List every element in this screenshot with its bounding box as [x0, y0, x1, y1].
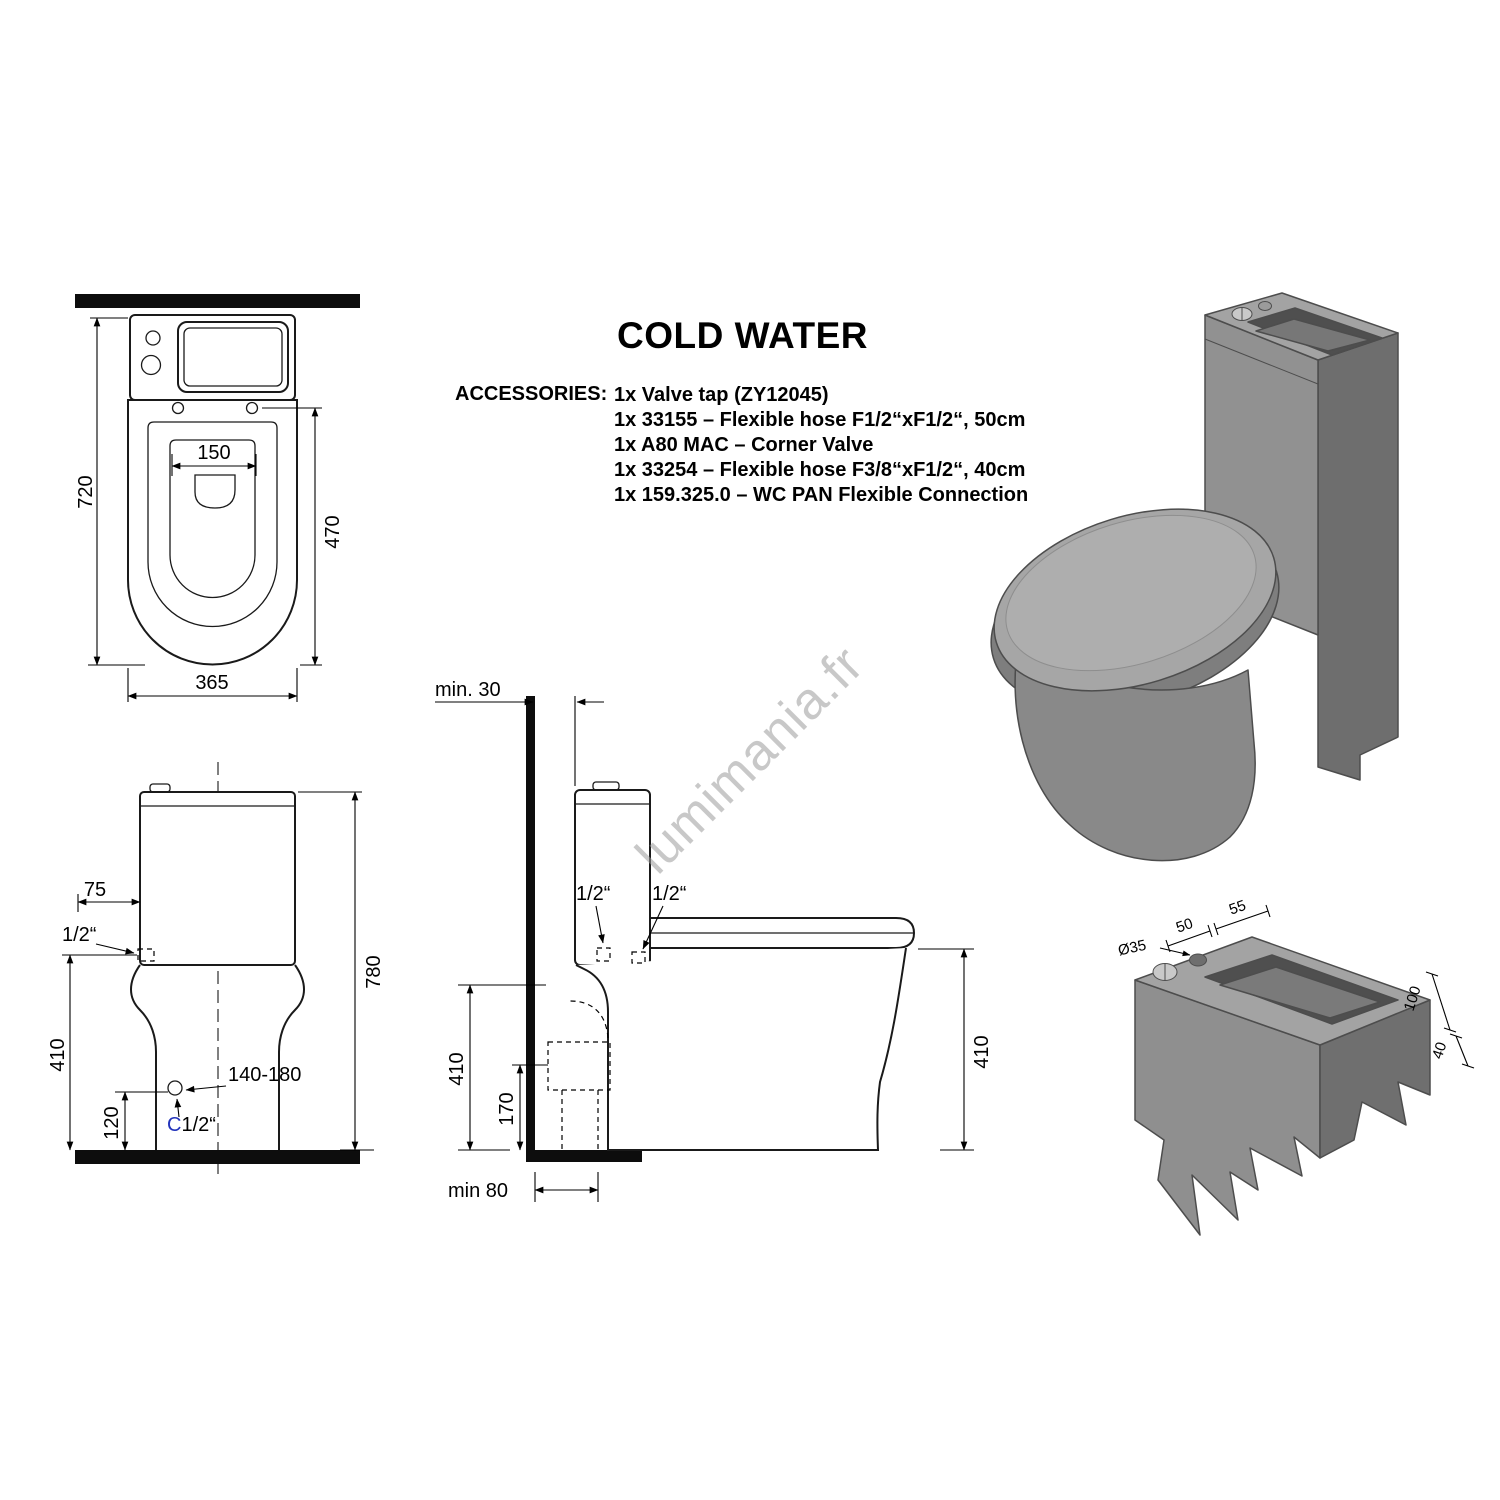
tap-hole-icon [145, 330, 161, 346]
toilet-plan-outline [127, 314, 298, 666]
tap-hole-icon [1189, 953, 1207, 967]
dim-floor-gap-min80: min 80 [448, 1180, 508, 1202]
accessory-item: 1x Valve tap (ZY12045) [614, 384, 829, 406]
dim-inlet-height-410: 410 [47, 1038, 69, 1071]
top-view-drawing: 720 470 150 365 [75, 294, 360, 702]
dim-drain-range: 140-180 [228, 1064, 301, 1086]
dim-hole-diameter: Ø35 [1117, 937, 1148, 960]
dim-seat-depth-470: 470 [322, 515, 344, 548]
accessory-item: 1x A80 MAC – Corner Valve [614, 434, 874, 456]
dim-c-label: C [167, 1114, 181, 1136]
wall-section [526, 696, 535, 1150]
dim-drain-height-120: 120 [101, 1106, 123, 1139]
info-block: COLD WATER ACCESSORIES: 1x Valve tap (ZY… [455, 315, 1030, 508]
dim-40: 40 [1429, 1040, 1450, 1061]
side-view-drawing: min. 30 1/2“ 1/2“ 410 170 min 80 410 [435, 679, 993, 1202]
floor-section [526, 1150, 642, 1162]
hidden-trap-lines [547, 947, 646, 1150]
dim-total-height-780: 780 [363, 955, 385, 988]
side-view-dim-lines [435, 696, 974, 1202]
detail-dim-lines [1159, 904, 1475, 1069]
dim-inlet-height-410: 410 [446, 1052, 468, 1085]
dim-width-365: 365 [195, 672, 228, 694]
accessories-list: 1x Valve tap (ZY12045) 1x 33155 – Flexib… [614, 383, 1028, 508]
seat-hinge-icon [171, 401, 185, 415]
dim-drain-height-170: 170 [496, 1092, 518, 1125]
dim-50: 50 [1174, 915, 1195, 937]
side-inlet-dashed [137, 948, 155, 962]
front-view-dim-lines [62, 791, 374, 1151]
flush-button-icon [140, 354, 162, 376]
dim-inlet-a: 1/2“ [576, 883, 610, 905]
tap-hole-icon [1258, 301, 1272, 311]
dim-depth-720: 720 [75, 475, 97, 508]
dim-seat-width-150: 150 [197, 442, 230, 464]
front-view-drawing: 75 1/2“ 410 120 140-180 780 C1/2“ [47, 762, 385, 1175]
dim-wall-gap-min30: min. 30 [435, 679, 501, 701]
accessory-item: 1x 33155 – Flexible hose F1/2“xF1/2“, 50… [614, 409, 1026, 431]
dim-inlet-b: 1/2“ [652, 883, 686, 905]
bowl-3d [1014, 634, 1256, 862]
dim-tap-offset-75: 75 [84, 879, 106, 901]
dim-inlet-size: 1/2“ [62, 924, 96, 946]
top-view-dim-lines [88, 317, 322, 702]
cistern-top-3d [1134, 936, 1431, 1236]
bowl-profile [575, 947, 907, 1151]
accessory-item: 1x 33254 – Flexible hose F3/8“xF1/2“, 40… [614, 459, 1026, 481]
toilet-side-outline [574, 781, 916, 1151]
accessories: ACCESSORIES: 1x Valve tap (ZY12045) 1x 3… [455, 383, 1030, 508]
basin-detail-3d-view: Ø35 50 55 100 40 [1117, 897, 1475, 1236]
toilet-front-outline [130, 783, 305, 1150]
page-title: COLD WATER [617, 315, 868, 356]
dim-c-size: 1/2“ [181, 1114, 215, 1136]
wall-section [75, 294, 360, 308]
dim-100: 100 [1401, 984, 1425, 1013]
dim-seat-height-410: 410 [971, 1035, 993, 1068]
water-inlet-icon [167, 1080, 183, 1096]
dim-connection-c-half: C1/2“ [167, 1114, 216, 1136]
product-3d-view [990, 292, 1399, 862]
floor-section [75, 1150, 360, 1164]
toilet-3d [990, 292, 1399, 862]
dim-55: 55 [1227, 897, 1248, 919]
accessory-item: 1x 159.325.0 – WC PAN Flexible Connectio… [614, 484, 1029, 506]
seat-hinge-icon [245, 401, 259, 415]
accessories-label: ACCESSORIES: [455, 383, 608, 405]
